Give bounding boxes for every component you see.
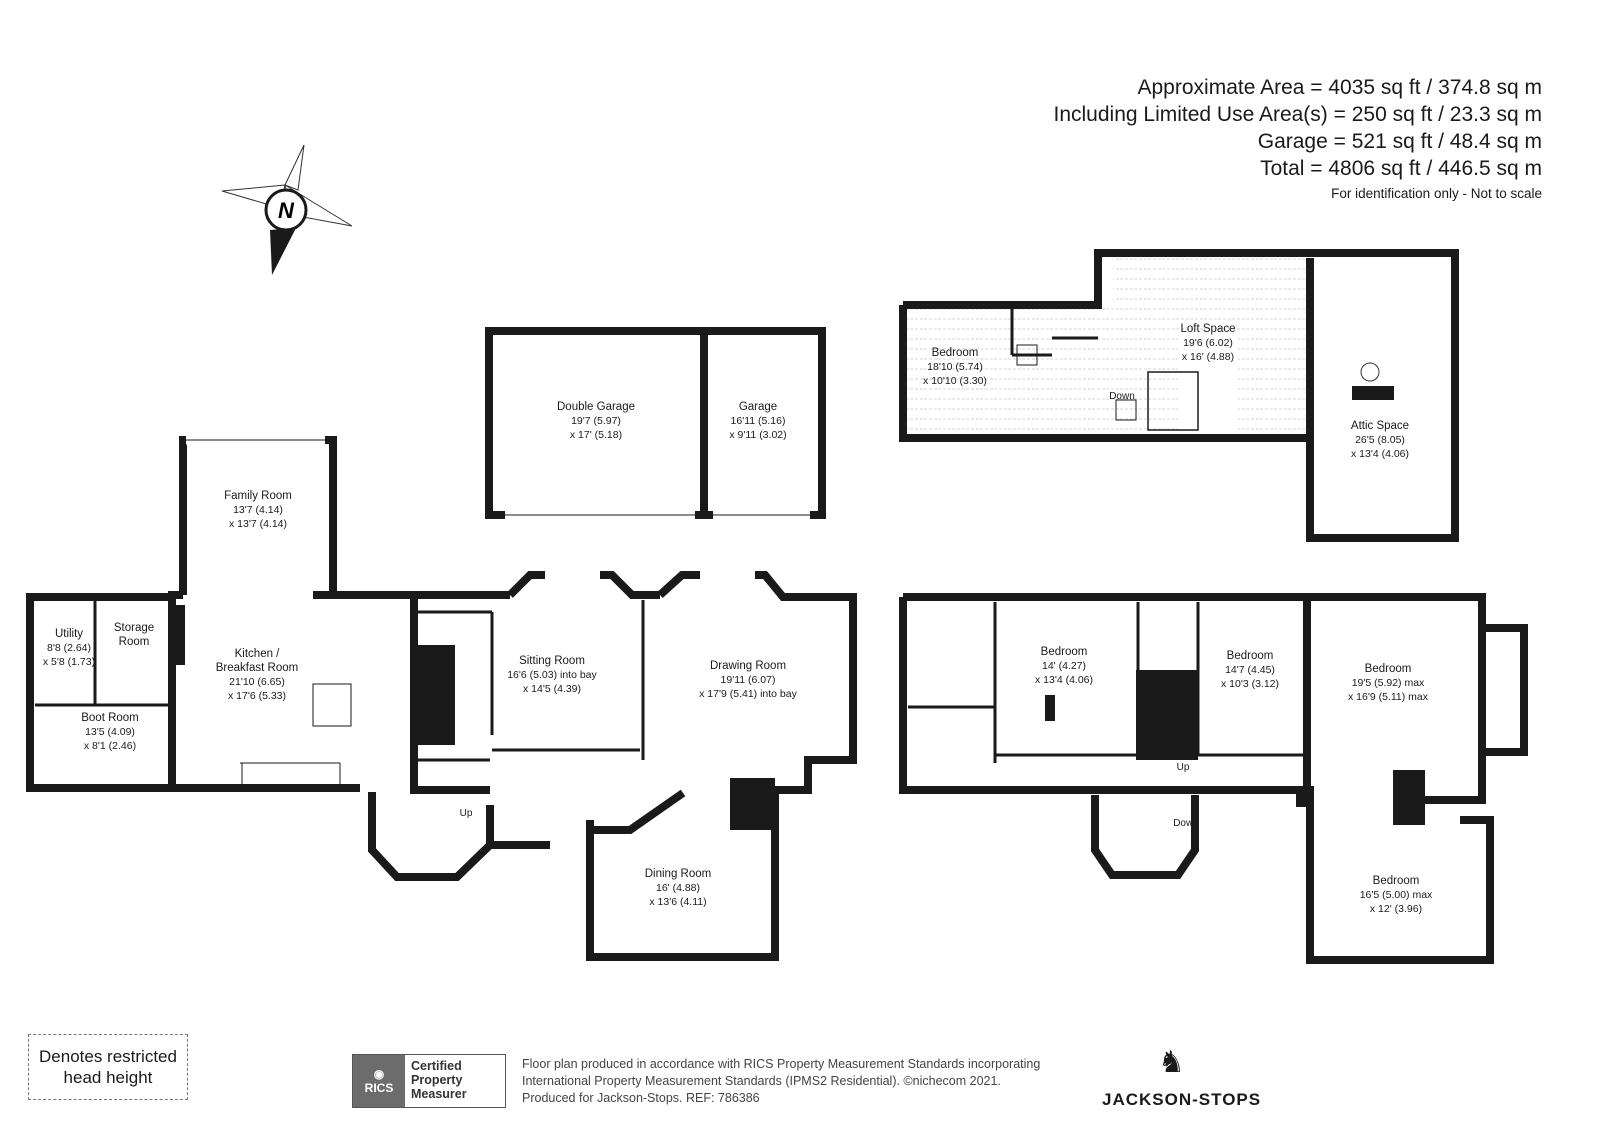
rics-logo: ◉ RICS — [353, 1055, 405, 1107]
ground-floor-inner — [35, 600, 645, 785]
room-bed3-dim2: x 16'9 (5.11) max — [1348, 691, 1429, 703]
room-family-dim2: x 13'7 (4.14) — [229, 518, 287, 530]
compass-icon: N — [221, 144, 353, 275]
approx-area: Approximate Area = 4035 sq ft / 374.8 sq… — [1137, 76, 1543, 99]
first-floor — [899, 593, 1528, 964]
garage-area: Garage = 521 sq ft / 48.4 sq m — [1257, 130, 1542, 153]
loft-floor — [899, 249, 1459, 542]
room-kitchen-dim2: x 17'6 (5.33) — [228, 690, 286, 702]
room-dining-dim1: 16' (4.88) — [656, 882, 700, 894]
footer-line2: International Property Measurement Stand… — [522, 1074, 1001, 1088]
room-double-garage-dim2: x 17' (5.18) — [570, 429, 622, 441]
room-bed3-dim1: 19'5 (5.92) max — [1352, 677, 1425, 689]
room-storage-name: Storage — [114, 622, 154, 634]
room-bed1-dim1: 14' (4.27) — [1042, 660, 1086, 672]
room-utility-dim1: 8'8 (2.64) — [47, 642, 91, 654]
room-attic-name: Attic Space — [1351, 420, 1409, 432]
room-utility-dim2: x 5'8 (1.73) — [43, 656, 95, 668]
stairs-down-first: Down — [1173, 818, 1199, 829]
room-sitting-dim2: x 14'5 (4.39) — [523, 683, 581, 695]
room-garage-dim2: x 9'11 (3.02) — [729, 429, 786, 441]
room-bed3-name: Bedroom — [1365, 663, 1412, 675]
footer-disclaimer: Floor plan produced in accordance with R… — [522, 1056, 1040, 1107]
room-loft-space-name: Loft Space — [1181, 323, 1236, 335]
room-storage-name2: Room — [119, 636, 150, 648]
limited-use-area: Including Limited Use Area(s) = 250 sq f… — [1053, 103, 1543, 126]
footer-line1: Floor plan produced in accordance with R… — [522, 1057, 1041, 1071]
room-bed1-name: Bedroom — [1041, 646, 1088, 658]
wall-pillar — [172, 605, 185, 665]
room-bed4-dim1: 16'5 (5.00) max — [1360, 889, 1433, 901]
rics-badge: ◉ RICS Certified Property Measurer — [352, 1054, 506, 1108]
room-double-garage-name: Double Garage — [557, 401, 635, 413]
room-garage-name: Garage — [739, 401, 777, 413]
room-loft-bedroom-dim1: 18'10 (5.74) — [927, 361, 983, 373]
rics-certified-text: Certified Property Measurer — [405, 1055, 505, 1107]
room-bed2-dim2: x 10'3 (3.12) — [1221, 678, 1279, 690]
lion-icon: ◉ — [373, 1067, 385, 1081]
room-drawing-dim2: x 17'9 (5.41) into bay — [699, 688, 797, 700]
room-loft-space-dim2: x 16' (4.88) — [1182, 351, 1234, 363]
legend-line2: head height — [63, 1068, 153, 1087]
chimney-breast — [730, 778, 775, 830]
room-sitting-name: Sitting Room — [519, 655, 585, 667]
room-loft-bedroom-dim2: x 10'10 (3.30) — [923, 375, 987, 387]
room-bed2-dim1: 14'7 (4.45) — [1225, 664, 1275, 676]
ground-floor — [26, 435, 857, 961]
room-attic-dim1: 26'5 (8.05) — [1355, 434, 1405, 446]
room-drawing-dim1: 19'11 (6.07) — [721, 674, 776, 686]
room-boot-dim2: x 8'1 (2.46) — [84, 740, 136, 752]
room-boot-name: Boot Room — [81, 712, 139, 724]
total-area: Total = 4806 sq ft / 446.5 sq m — [1260, 157, 1542, 180]
room-garage-dim1: 16'11 (5.16) — [731, 415, 786, 427]
rics-logo-text: RICS — [364, 1081, 394, 1095]
rics-line2: Property — [411, 1073, 463, 1087]
room-boot-dim1: 13'5 (4.09) — [85, 726, 135, 738]
room-attic-dim2: x 13'4 (4.06) — [1351, 448, 1409, 460]
area-summary: Approximate Area = 4035 sq ft / 374.8 sq… — [1054, 74, 1543, 201]
room-utility-name: Utility — [55, 628, 83, 640]
room-double-garage-dim1: 19'7 (5.97) — [571, 415, 621, 427]
room-bed2-name: Bedroom — [1227, 650, 1274, 662]
compass-north-label: N — [278, 198, 295, 223]
room-kitchen-name: Kitchen / — [235, 648, 281, 660]
stairs-up-first: Up — [1177, 762, 1190, 773]
restricted-marker — [1045, 695, 1055, 721]
first-floor-chimney — [1136, 670, 1198, 760]
jackson-stops-logo-icon: ♞ — [1158, 1046, 1185, 1079]
room-bed4-dim2: x 12' (3.96) — [1370, 903, 1422, 915]
room-loft-bedroom-name: Bedroom — [932, 347, 979, 359]
room-bed4-name: Bedroom — [1373, 875, 1420, 887]
legend-line1: Denotes restricted — [39, 1047, 177, 1066]
room-drawing-name: Drawing Room — [710, 660, 786, 672]
room-family-name: Family Room — [224, 490, 292, 502]
room-family-dim1: 13'7 (4.14) — [233, 504, 283, 516]
bedroom-chimney — [1393, 770, 1425, 825]
jackson-stops-brand: JACKSON-STOPS — [1102, 1090, 1262, 1109]
footer-line3: Produced for Jackson-Stops. REF: 786386 — [522, 1091, 760, 1105]
room-loft-space-dim1: 19'6 (6.02) — [1183, 337, 1233, 349]
rics-line1: Certified — [411, 1059, 462, 1073]
restricted-height-legend: Denotes restricted head height — [28, 1034, 188, 1100]
room-bed1-dim2: x 13'4 (4.06) — [1035, 674, 1093, 686]
room-kitchen-dim1: 21'10 (6.65) — [229, 676, 285, 688]
stairs-down-loft: Down — [1109, 391, 1135, 402]
stairs-up-ground: Up — [460, 808, 473, 819]
chimney-stack — [417, 645, 455, 745]
rics-line3: Measurer — [411, 1087, 467, 1101]
room-dining-name: Dining Room — [645, 868, 711, 880]
room-dining-dim2: x 13'6 (4.11) — [649, 896, 706, 908]
room-kitchen-name2: Breakfast Room — [216, 662, 298, 674]
room-sitting-dim1: 16'6 (5.03) into bay — [507, 669, 597, 681]
scale-note: For identification only - Not to scale — [1331, 186, 1542, 201]
garage-block — [485, 327, 826, 520]
